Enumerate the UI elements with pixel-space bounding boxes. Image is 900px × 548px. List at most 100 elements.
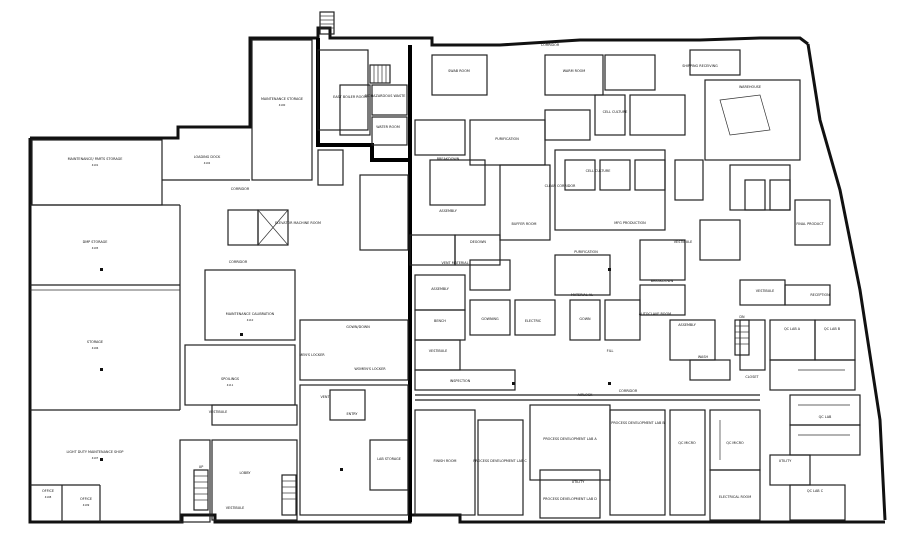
room-utility-s: UTILITY	[572, 480, 586, 484]
room-label: ELEVATOR MACHINE ROOM	[275, 221, 321, 225]
east-wing	[689, 49, 861, 521]
room-closet: CLOSET	[745, 375, 759, 379]
room-purification-c: PURIFICATION	[574, 250, 598, 254]
room-number: 4109	[83, 503, 90, 507]
room-qc-lab: QC LAB	[819, 415, 832, 419]
room-office-2: OFFICE 4109	[80, 497, 92, 507]
room-mfg-production: MFG PRODUCTION	[614, 221, 646, 225]
room-number: 4110	[247, 318, 254, 322]
stairs: UP DN	[193, 11, 750, 516]
room-reception: RECEPTION	[810, 293, 830, 297]
room-womens-locker: WOMEN'S LOCKER	[354, 367, 386, 371]
room-label: GOWNING	[481, 317, 499, 321]
room-label: CLEAN CORRIDOR	[545, 184, 576, 188]
room-dmp-storage: DMP STORAGE 4105	[83, 240, 108, 250]
room-breakdown-e: BREAKDOWN	[651, 279, 674, 283]
room-elevator-machine-room: ELEVATOR MACHINE ROOM	[275, 221, 321, 225]
room-process-dev-lab-a: PROCESS DEVELOPMENT LAB A	[543, 437, 597, 441]
room-label: MEN'S LOCKER	[299, 353, 325, 357]
room-label: ASSEMBLY	[439, 209, 457, 213]
room-corridor-south: CORRIDOR	[619, 389, 638, 393]
room-label: VESTIBULE	[674, 240, 693, 244]
room-label: VENT MATERIAL	[442, 261, 469, 265]
room-qc-lab-c: QC LAB C	[807, 489, 824, 493]
room-label: PROCESS DEVELOPMENT LAB B	[611, 421, 665, 425]
room-qc-lab-b: QC LAB B	[824, 327, 841, 331]
room-gown: GOWN	[579, 317, 591, 321]
room-label: ASSEMBLY	[431, 287, 449, 291]
room-label: SWAB ROOM	[448, 69, 470, 73]
room-label: UTILITY	[572, 480, 586, 484]
room-vestibule-c: VESTIBULE	[429, 349, 448, 353]
stair-boiler	[369, 64, 391, 84]
room-lab-storage: LAB STORAGE	[377, 457, 401, 461]
room-label: CELL CULTURE	[603, 110, 628, 114]
south-labs	[414, 404, 761, 521]
room-electric: ELECTRIC	[525, 319, 542, 323]
room-finish-room: FINISH ROOM	[434, 459, 457, 463]
room-label: PROCESS DEVELOPMENT LAB A	[543, 437, 597, 441]
stair-dn-label: DN	[739, 315, 745, 319]
room-label: LOBBY	[240, 471, 252, 475]
room-number: 4102	[204, 161, 211, 165]
room-buffer-room: BUFFER ROOM	[512, 222, 537, 226]
stair-up-label: UP	[199, 465, 204, 469]
room-vestibule-r: VESTIBULE	[756, 289, 775, 293]
room-process-dev-lab-b: PROCESS DEVELOPMENT LAB B	[611, 421, 665, 425]
room-label: WASH	[698, 355, 709, 359]
room-label: GOWN	[579, 317, 591, 321]
room-label: OFFICE	[42, 489, 54, 493]
room-label: BREAKDOWN	[437, 157, 460, 161]
room-label: CORRIDOR	[231, 187, 250, 191]
room-label: CORRIDOR	[229, 260, 248, 264]
room-warehouse: WAREHOUSE	[739, 85, 761, 89]
room-mens-locker: MEN'S LOCKER	[299, 353, 325, 357]
room-qc-lab-a: QC LAB A	[784, 327, 801, 331]
room-label: FILL	[607, 349, 614, 353]
room-label: QC LAB B	[824, 327, 841, 331]
room-label: MAINTENANCE CALIBRATION	[226, 312, 275, 316]
room-label: BUFFER ROOM	[512, 222, 537, 226]
room-maintenance-parts-storage: MAINTENANCE/ PARTS STORAGE 4101	[68, 157, 123, 167]
room-number: 4105	[92, 246, 99, 250]
room-label: MAINTENANCE/ PARTS STORAGE	[68, 157, 123, 161]
room-entry: ENTRY	[347, 412, 359, 416]
room-label: RECEPTION	[810, 293, 830, 297]
stair-sw: UP	[193, 465, 209, 511]
room-light-duty-shop: LIGHT DUTY MAINTENANCE SHOP 4107	[67, 450, 124, 460]
room-lobby: LOBBY	[240, 471, 252, 475]
room-clean-corridor: CLEAN CORRIDOR	[545, 184, 576, 188]
room-degown: DEGOWN	[470, 240, 486, 244]
room-label: VESTIBULE	[226, 506, 245, 510]
room-label: SPOILINGS	[221, 377, 239, 381]
room-label: FINISH ROOM	[434, 459, 457, 463]
room-corridor-north: CORRIDOR	[231, 187, 250, 191]
room-label: DEGOWN	[470, 240, 486, 244]
room-shipping-receiving: SHIPPING RECEIVING	[682, 64, 718, 68]
room-autoclave-room: AUTOCLAVE ROOM	[639, 312, 671, 316]
room-label: OFFICE	[80, 497, 92, 501]
room-process-dev-lab-d: PROCESS DEVELOPMENT LAB D	[543, 497, 597, 501]
room-gowndown: GOWN/DOWN	[346, 325, 370, 329]
room-label: PROCESS DEVELOPMENT LAB D	[543, 497, 597, 501]
room-label: AIRLOCK	[578, 393, 593, 397]
room-label: WARM ROOM	[563, 69, 586, 73]
room-cell-culture-2: CELL CULTURE	[586, 169, 611, 173]
room-label: PURIFICATION	[574, 250, 598, 254]
room-label: INSPECTION	[450, 379, 471, 383]
room-vent-material: VENT MATERIAL	[442, 261, 469, 265]
room-label: WAREHOUSE	[739, 85, 761, 89]
room-label: AUTOCLAVE ROOM	[639, 312, 671, 316]
room-vent: VENT	[320, 395, 330, 399]
room-breakdown-n: BREAKDOWN	[437, 157, 460, 161]
room-number: 4101	[92, 163, 99, 167]
room-label: PROCESS DEVELOPMENT LAB C	[473, 459, 527, 463]
structural-columns	[100, 268, 611, 471]
room-storage: STORAGE 4106	[87, 340, 103, 350]
room-material-al: MATERIAL AL	[571, 293, 593, 297]
room-label: VESTIBULE	[209, 410, 228, 414]
west-wing	[30, 39, 409, 523]
room-number: 4111	[227, 383, 234, 387]
room-final-product: FINAL PRODUCT	[796, 222, 824, 226]
